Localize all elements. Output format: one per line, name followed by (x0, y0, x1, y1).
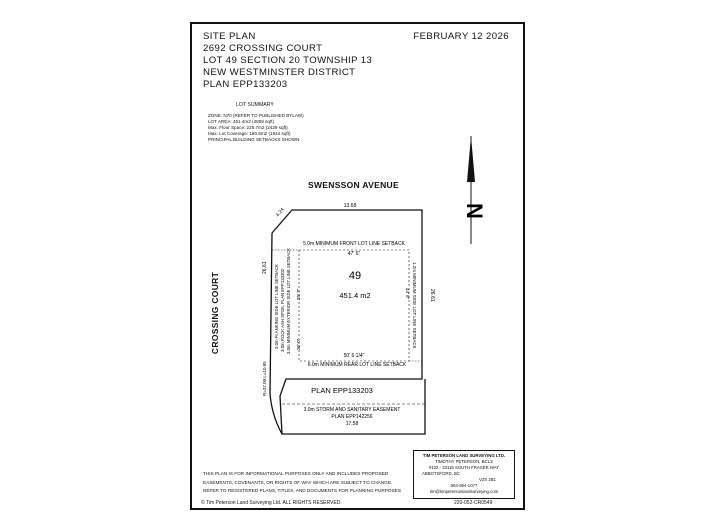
lot-left-line (269, 232, 273, 395)
front-width-label: 47' 6" (348, 251, 361, 257)
dim-arc: R=37.00 L=10.85 (262, 361, 267, 396)
rear-width-label: 50' 6 1/4" (344, 353, 365, 359)
left-depth-label-1: 29' 7" (296, 288, 301, 300)
lot-summary-line: ZONE: N70 (REFER TO PUBLISHED BYLAW) (208, 113, 304, 118)
surveyor-phone: 604-854-1077 (450, 483, 478, 488)
surveyor-company: TIM PETERSON LAND SURVEYING LTD. (422, 453, 506, 458)
building-envelope (298, 249, 410, 362)
right-depth-label: 44' 8" (405, 288, 410, 300)
disclaimer-line: REFER TO REGISTERED PLANS, TITLES, AND D… (203, 488, 401, 493)
lot-summary-line: PRINCIPAL BUILDING SETBACKS SHOWN (208, 137, 300, 142)
surveyor-postal: V2S 2B1 (479, 477, 496, 482)
left-setback-label-1: 3.0m FLANKING SIDE LOT LINE SETBACK (274, 264, 279, 349)
lot-number: 49 (349, 270, 361, 282)
dim-left: 26.61 (262, 261, 268, 274)
title-line-4: NEW WESTMINSTER DISTRICT (203, 67, 356, 78)
surveyor-address: #102 - 33119 SOUTH FRASER WAY (428, 465, 500, 470)
surveyor-city: ABBOTSFORD, BC (422, 471, 460, 476)
left-setback-label-3: 3.0m MINIMUM EXTERIOR SIDE LOT LINE SETB… (286, 248, 291, 354)
dim-top: 13.68 (344, 203, 357, 209)
lot-summary-line: Max. Lot Coverage: 180.6m2 (1944 sqft) (208, 131, 291, 136)
lot-summary: ZONE: N70 (REFER TO PUBLISHED BYLAW) LOT… (208, 113, 304, 143)
title-block: SITE PLAN 2692 CROSSING COURT LOT 49 SEC… (203, 31, 372, 91)
title-line-5: PLAN EPP133203 (203, 79, 288, 90)
surveyor-stamp: TIM PETERSON LAND SURVEYING LTD. TIMOTHY… (413, 450, 515, 499)
rear-setback-label: 6.0m MINIMUM REAR LOT LINE SETBACK (308, 362, 407, 368)
title-line-2: 2692 CROSSING COURT (203, 43, 323, 54)
surveyor-name: TIMOTHY PETERSON, BCLS (435, 459, 493, 464)
left-setback-label-2: 3.0m ROCK ASH SPOIL PLAN EPP133202 (280, 268, 285, 352)
lot-area: 451.4 m2 (339, 291, 370, 300)
disclaimer-line: THIS PLAN IS FOR INFORMATIONAL PURPOSES … (203, 471, 389, 476)
lot-boundary (271, 209, 426, 435)
dim-bottom: 17.58 (346, 421, 359, 427)
lot-summary-line: LOT AREA: 451.4m2 (4859 sqft) (208, 119, 275, 124)
disclaimer-line: EASEMENTS, COVENANTS, OR RIGHTS OF WAY W… (203, 479, 393, 485)
site-plan-sheet: SITE PLAN 2692 CROSSING COURT LOT 49 SEC… (190, 22, 525, 510)
disclaimer: THIS PLAN IS FOR INFORMATIONAL PURPOSES … (203, 470, 401, 496)
plan-label: PLAN EPP133203 (311, 386, 373, 395)
plan-date: FEBRUARY 12 2026 (413, 31, 509, 42)
north-arrow-icon: N (462, 136, 487, 244)
title-line-1: SITE PLAN (203, 31, 256, 42)
copyright: © Tim Peterson Land Surveying Ltd. ALL R… (201, 500, 342, 506)
left-depth-label-2: 20' 0" (296, 338, 301, 350)
lot-summary-title: LOT SUMMARY (236, 102, 274, 108)
surveyor-email: tim@timpetersonlandsurveying.com (429, 489, 499, 494)
easement-label-1: 3.0m STORM AND SANITARY EASEMENT (304, 407, 401, 413)
file-number: 220-052-CR0549 (454, 500, 493, 506)
side-setback-right-label: 1.2m MINIMUM SIDE LOT LINE SETBACK (412, 262, 417, 349)
title-line-3: LOT 49 SECTION 20 TOWNSHIP 13 (203, 55, 373, 66)
dim-right: 26.61 (429, 289, 435, 302)
street-name-top: SWENSSON AVENUE (308, 180, 399, 190)
lot-arc-line (269, 393, 283, 435)
front-setback-label: 5.0m MINIMUM FRONT LOT LINE SETBACK (303, 241, 405, 247)
easement-label-2: PLAN EPP142256 (331, 414, 372, 420)
dim-corner: 4.24 (275, 207, 286, 218)
lot-summary-line: Max. Floor Space: 225.7m2 (2429 sqft) (208, 125, 288, 130)
lot-drawing: 13.68 4.24 26.61 26.61 R=37.00 L=10.85 3… (262, 203, 435, 435)
north-label: N (462, 203, 487, 219)
